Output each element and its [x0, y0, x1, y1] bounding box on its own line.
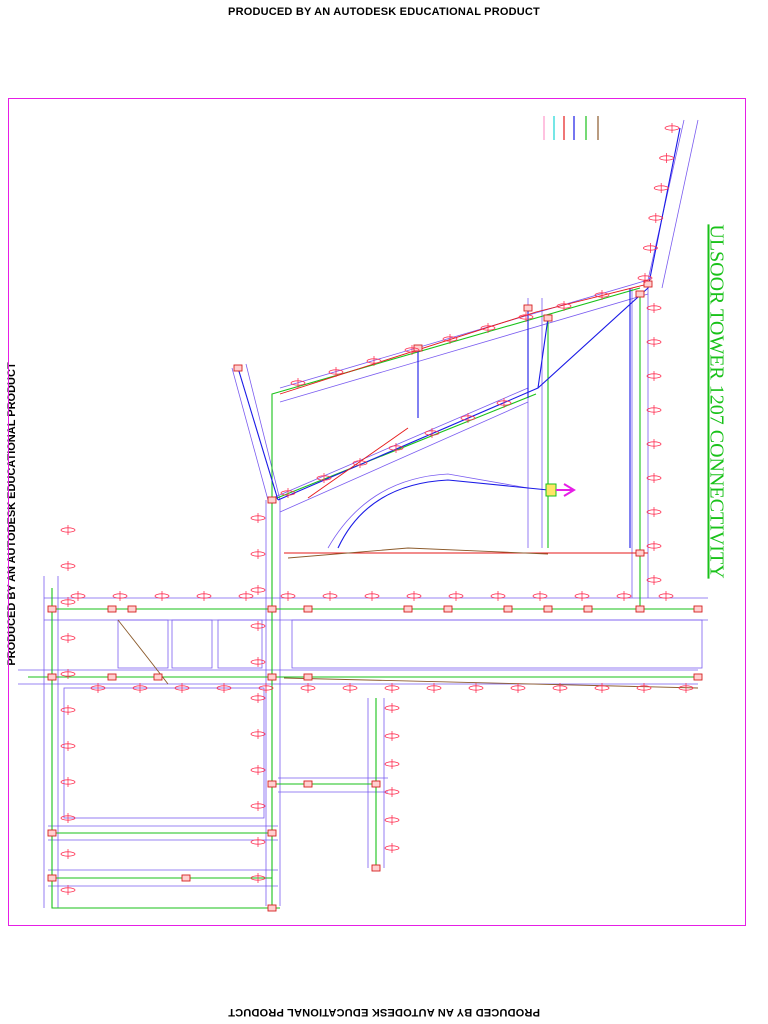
chamber-icon [635, 290, 645, 298]
road-vert-east [367, 698, 385, 868]
chamber-icon [403, 605, 413, 613]
drawing-frame [8, 98, 746, 926]
road-lower [48, 825, 278, 841]
chamber-icon [693, 605, 703, 613]
pole-layer [60, 123, 694, 895]
chamber-icon [635, 605, 645, 613]
chamber-icon [153, 673, 163, 681]
chamber-icon [503, 605, 513, 613]
block-small-2 [171, 619, 213, 669]
chamber-icon [303, 605, 313, 613]
drawing-title: ULSOOR TOWER 1207 CONNECTIVITY [705, 224, 728, 579]
cable-route-red [279, 283, 649, 554]
autodesk-banner-bottom: PRODUCED BY AN AUTODESK EDUCATIONAL PROD… [228, 1006, 540, 1018]
chamber-icon [303, 673, 313, 681]
chamber-icon [107, 673, 117, 681]
chamber-icon [303, 780, 313, 788]
block-small-1 [117, 619, 169, 669]
chamber-icon [371, 864, 381, 872]
chamber-icon [523, 304, 533, 312]
road-diag-north [647, 119, 699, 289]
block-mid [291, 619, 703, 669]
chamber-icon [233, 364, 243, 372]
cable-route-brown [117, 547, 699, 689]
road-curve-inner [327, 473, 529, 549]
chamber-icon [693, 673, 703, 681]
road-layer [18, 119, 708, 908]
road-main-middle [18, 669, 698, 685]
chamber-icon [371, 780, 381, 788]
chamber-icon [127, 605, 137, 613]
chamber-icon [267, 605, 277, 613]
chamber-icon [583, 605, 593, 613]
chamber-icon [267, 780, 277, 788]
chamber-icon [543, 605, 553, 613]
chamber-icon [643, 280, 653, 288]
road-bottom [48, 869, 278, 887]
road-diag-west [231, 363, 281, 501]
cable-route-blue [237, 127, 681, 549]
chamber-icon [47, 605, 57, 613]
chamber-icon [181, 874, 191, 882]
chamber-icon [267, 829, 277, 837]
chamber-icon [635, 549, 645, 557]
network-diagram [18, 116, 708, 912]
chamber-icon [443, 605, 453, 613]
block-small-3 [217, 619, 263, 669]
tower-icon [545, 483, 576, 497]
chamber-icon [47, 874, 57, 882]
road-diag-upper [279, 279, 649, 403]
road-vert-mid [527, 298, 543, 548]
legend-swatches [543, 116, 599, 140]
cable-route-green [28, 287, 698, 909]
chamber-icon [267, 496, 277, 504]
chamber-icon [267, 673, 277, 681]
chamber-icon [267, 904, 277, 912]
block-large [63, 687, 265, 819]
chamber-icon [107, 605, 117, 613]
chamber-icon [47, 829, 57, 837]
road-vert-center [265, 500, 281, 906]
road-diag-lower [267, 387, 529, 513]
joint-chamber-layer [47, 280, 703, 912]
chamber-icon [47, 673, 57, 681]
chamber-icon [543, 314, 553, 322]
road-vert-left [43, 576, 59, 908]
autodesk-banner-top: PRODUCED BY AN AUTODESK EDUCATIONAL PROD… [228, 6, 540, 18]
road-east-lower [278, 777, 388, 793]
